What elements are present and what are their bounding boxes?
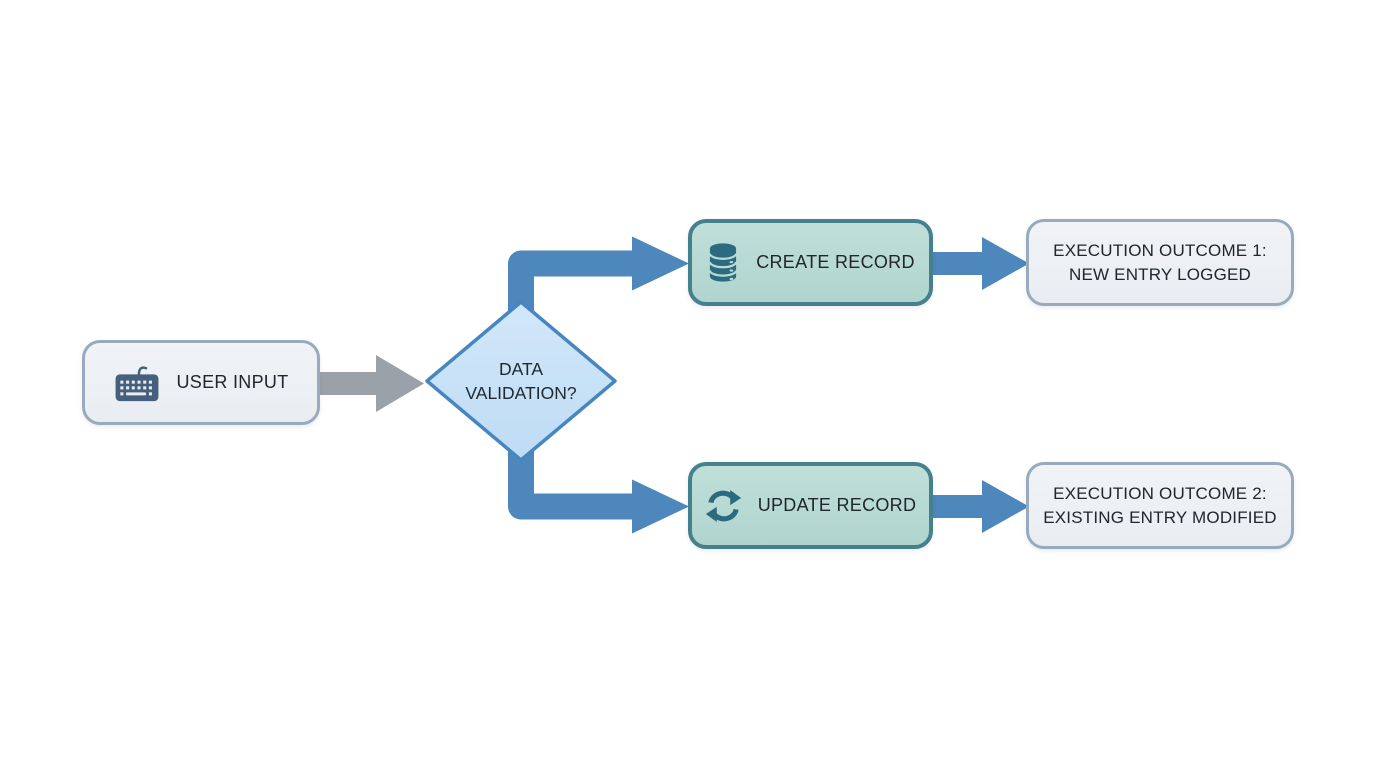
diamond-shape (425, 300, 617, 462)
node-label-validation-line2: VALIDATION? (465, 383, 577, 403)
edge-create-record-to-outcome-1 (930, 237, 1029, 290)
node-label-outcome-2-line2: EXISTING ENTRY MODIFIED (1043, 507, 1277, 527)
node-label-update-record: UPDATE RECORD (757, 495, 917, 515)
node-label-validation-line1: DATA (498, 359, 544, 379)
node-data-validation: DATA VALIDATION? (423, 298, 619, 464)
keyboard-icon (116, 365, 159, 401)
node-label-outcome-1-line1: EXECUTION OUTCOME 1: (1053, 240, 1267, 260)
node-label-create-record: CREATE RECORD (756, 252, 915, 272)
node-outcome-1: EXECUTION OUTCOME 1: NEW ENTRY LOGGED (1026, 219, 1294, 306)
node-label-outcome-2-line1: EXECUTION OUTCOME 2: (1053, 483, 1267, 503)
edge-update-record-to-outcome-2 (930, 480, 1029, 533)
node-user-input: USER INPUT (82, 340, 320, 425)
node-create-record: CREATE RECORD (688, 219, 933, 306)
node-update-record: UPDATE RECORD (688, 462, 933, 549)
node-label-outcome-1-line2: NEW ENTRY LOGGED (1068, 264, 1252, 284)
node-label-user-input: USER INPUT (176, 372, 289, 392)
edge-user-input-to-validation (317, 355, 424, 412)
database-icon (708, 243, 738, 282)
sync-icon (705, 489, 741, 522)
node-outcome-2: EXECUTION OUTCOME 2: EXISTING ENTRY MODI… (1026, 462, 1294, 549)
